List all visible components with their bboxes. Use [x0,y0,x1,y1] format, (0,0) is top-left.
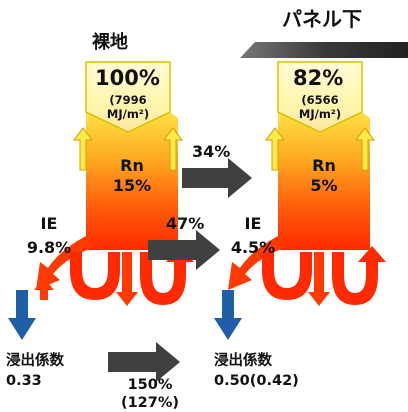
panel-rn-label: Rn [312,156,336,175]
bare-ie-pct: 9.8% [26,238,72,257]
bare-rn-label: Rn [120,156,144,175]
bare-flow [34,61,194,306]
panel-ie-pct: 4.5% [230,238,276,257]
bare-input-pct: 100% [95,66,160,90]
panel-input-energy: (6566 [301,93,339,107]
panel-leach-arrow [214,290,242,340]
ie-ratio-arrow [148,230,220,270]
input-ratio: 34% [192,142,231,161]
ie-ratio: 47% [166,214,205,233]
panel-ie-label: IE [244,214,262,233]
panel-banner [240,42,408,58]
bare-ground-title: 裸地 [92,32,128,53]
panel-input-pct: 82% [293,66,344,90]
under-panel-title: パネル下 [282,7,362,31]
bare-rn-pct: 15% [112,176,152,195]
bare-input-unit: MJ/m²) [106,107,150,121]
panel-coef-label: 浸出係数 [214,353,272,369]
bare-ie-label: IE [40,214,58,233]
panel-input-unit: MJ/m²) [298,107,342,121]
input-ratio-arrow [182,158,252,198]
panel-rn-pct: 5% [310,176,338,195]
panel-coef-value: 0.50(0.42) [214,373,299,389]
coef-ratio: 150% [127,377,173,393]
panel-flow [228,61,386,306]
coef-ratio-arrow [108,342,180,382]
bare-leach-arrow [8,290,36,340]
bare-coef-value: 0.33 [6,373,42,389]
bare-coef-label: 浸出係数 [6,353,64,369]
bare-input-energy: (7996 [109,93,147,107]
coef-ratio-sub: (127%) [120,395,180,411]
